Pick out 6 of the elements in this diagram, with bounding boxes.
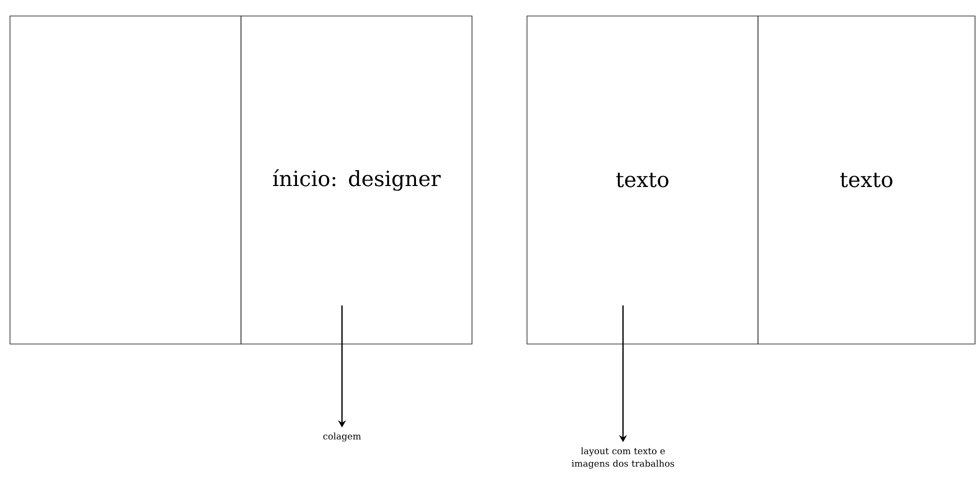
note-text: colagem — [323, 432, 361, 442]
note-text: layout com texto e imagens dos trabalhos — [572, 447, 674, 469]
page-panel: texto — [758, 16, 976, 344]
page-panel: texto — [526, 16, 758, 344]
page-panel: ínicio: designer — [240, 16, 472, 344]
page-panel — [10, 16, 242, 344]
